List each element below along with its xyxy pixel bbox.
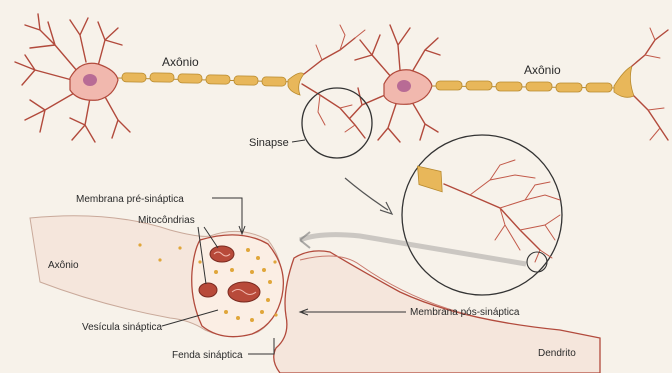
axon-terminal-left [302,25,365,138]
zoom-arrow-1 [345,178,388,210]
presynaptic-membrane-leader [212,198,242,232]
dendrite-label: Dendrito [538,348,576,359]
vesicle-label: Vesícula sináptica [82,322,162,333]
axon-label-bottom: Axônio [48,260,79,271]
synapse-leader [292,140,305,142]
axon-label-left: Axônio [162,55,199,69]
axon-terminal-right [632,28,668,140]
axon-label-right: Axônio [524,63,561,77]
neuron-middle [350,25,440,142]
mitochondria-label: Mitocôndrias [138,215,195,226]
postsynaptic-membrane-label: Membrana pós-sináptica [410,307,520,318]
neuron-left [15,14,130,142]
synapse-label: Sinapse [249,137,289,149]
synaptic-cleft-leader [248,338,274,354]
synapse-circle [302,88,372,158]
magnified-terminal [402,135,562,295]
presynaptic-membrane-label: Membrana pré-sináptica [76,194,184,205]
presynaptic-terminal [30,216,283,337]
synaptic-cleft-label: Fenda sináptica [172,350,243,361]
axon-left-myelin [118,73,304,95]
mitochondrion-3 [199,283,217,297]
